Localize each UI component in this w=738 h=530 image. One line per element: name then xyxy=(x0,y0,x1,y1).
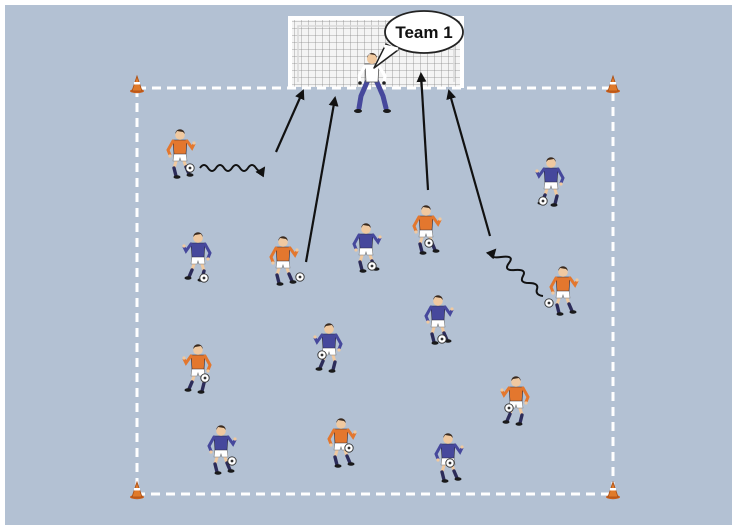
ball xyxy=(318,351,326,359)
ball xyxy=(539,197,547,205)
ball xyxy=(505,404,513,412)
ball xyxy=(368,262,376,270)
ball xyxy=(201,374,209,382)
callout-label: Team 1 xyxy=(395,23,452,42)
ball xyxy=(296,273,304,281)
ball xyxy=(545,299,553,307)
ball xyxy=(345,444,353,452)
ball xyxy=(438,335,446,343)
ball xyxy=(228,457,236,465)
ball xyxy=(425,239,433,247)
ball xyxy=(186,164,194,172)
ball xyxy=(200,274,208,282)
ball xyxy=(446,459,454,467)
